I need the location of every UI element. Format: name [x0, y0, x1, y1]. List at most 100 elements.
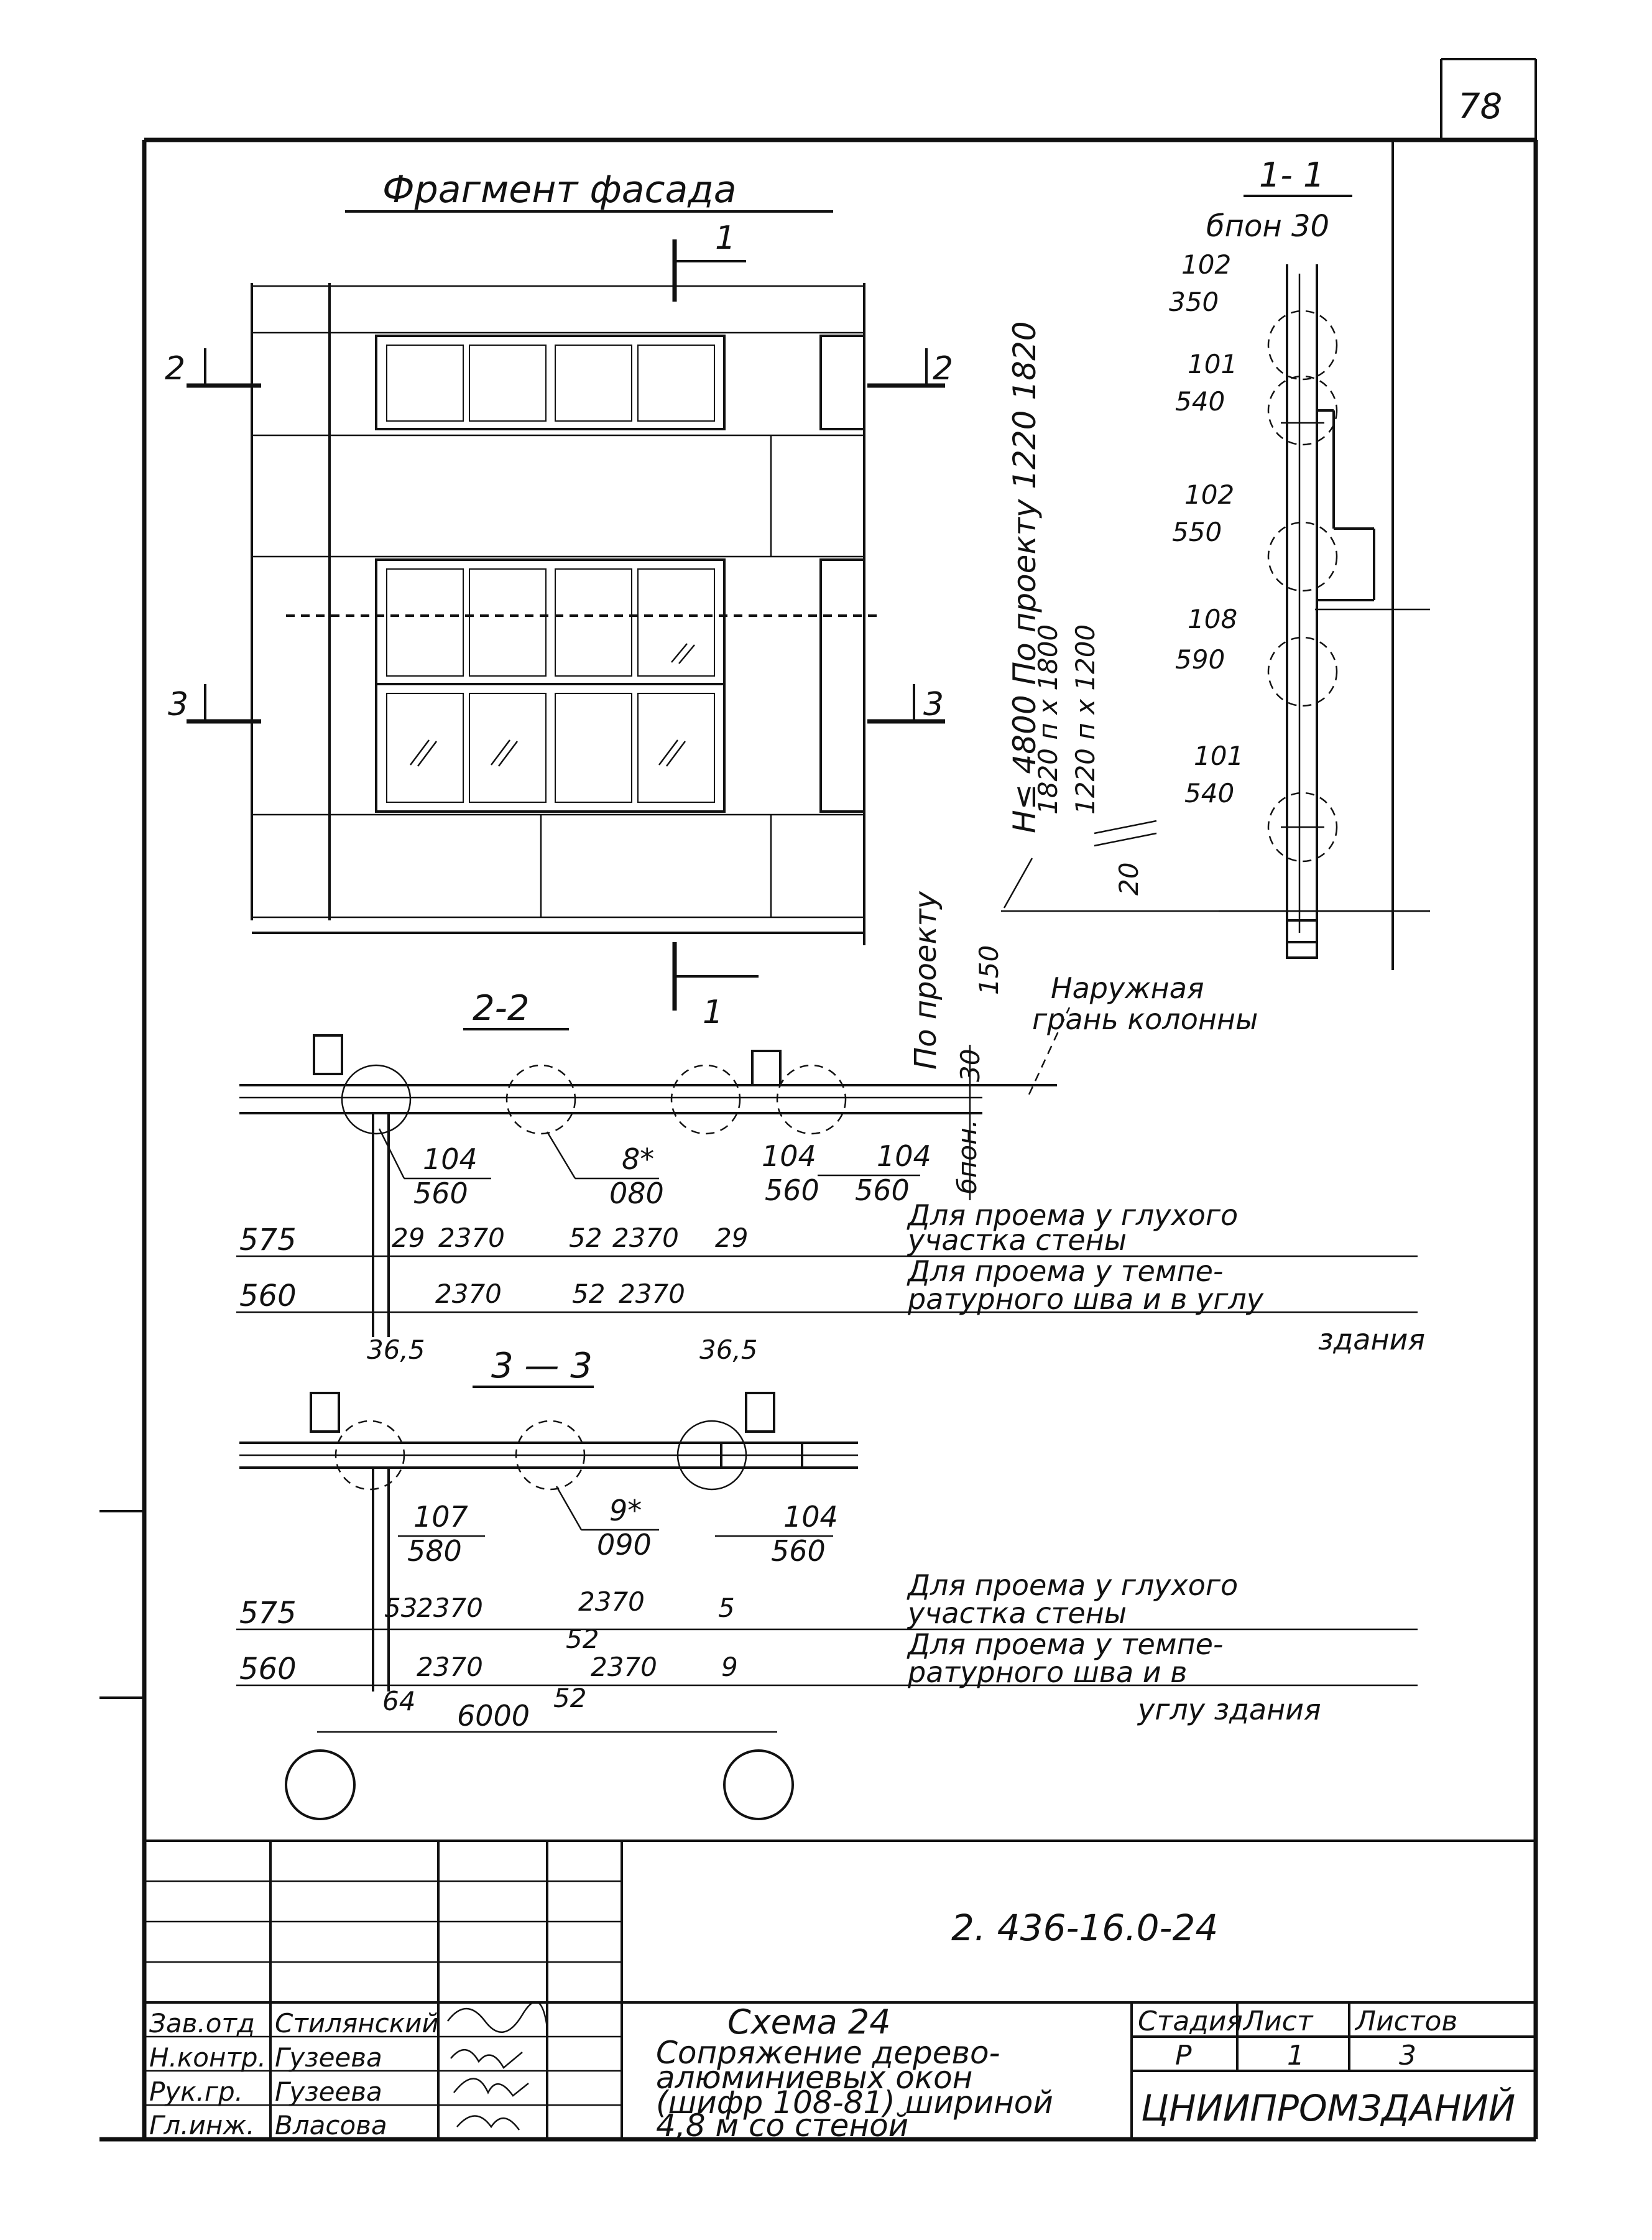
dim-by-project: По проекту: [908, 891, 943, 1070]
dim-2-2-row2-c: 2370: [619, 1279, 685, 1309]
dim-3-3-bottom-b: 52: [553, 1683, 586, 1713]
note-2-2-2-line2: ратурного шва и в углу: [907, 1282, 1264, 1316]
section-mark-3-right: 3: [923, 686, 944, 723]
sheet-number: 78: [1458, 86, 1502, 127]
staff-1-name: Стилянский: [275, 2008, 439, 2039]
section-2-2-side-label: бпон.: [952, 1119, 982, 1194]
note-3-3-1-line2: участка стены: [907, 1596, 1127, 1630]
staff-2-role: Н.контр.: [149, 2042, 266, 2073]
dim-3-3-row2-b: 2370: [591, 1652, 657, 1682]
dim-3-3-row1-e: 5: [718, 1593, 735, 1623]
organization: ЦНИИПРОМЗДАНИЙ: [1141, 2086, 1515, 2129]
callout-3-3-c-num: 560: [771, 1534, 826, 1568]
signature-3: [453, 2078, 529, 2097]
dim-3-3-row1-b: 2370: [417, 1593, 483, 1623]
callout-2-2-d-num: 560: [855, 1173, 910, 1207]
callout-1-1-e-code: 101: [1194, 741, 1244, 771]
dim-2-2-row1-c: 52: [569, 1223, 602, 1253]
dim-3-3-row2-left: 560: [239, 1652, 297, 1687]
stage-value: Р: [1175, 2040, 1192, 2071]
dim-2-2-row2-left: 560: [239, 1279, 297, 1313]
facade-fragment: Фрагмент фасада: [165, 168, 1430, 1070]
description-line-4: 4,8 м со стеной: [656, 2108, 908, 2144]
title-block: 2. 436-16.0-24 Схема 24 Сопряжение дерев…: [144, 1840, 1536, 2144]
dim-20: 20: [1114, 863, 1144, 896]
dim-150: 150: [974, 945, 1004, 995]
dim-3-3-row1-left: 575: [239, 1596, 297, 1631]
note-2-2-2-line1: Для проема у темпе-: [907, 1254, 1223, 1288]
sheets-value: 3: [1399, 2040, 1416, 2071]
note-2-2-2-line3: здания: [1318, 1323, 1425, 1356]
dim-2-2-row2-b: 52: [572, 1279, 605, 1309]
description-line-3: (шифр 108-81) шириной: [656, 2085, 1053, 2121]
sheets-header: Листов: [1354, 2006, 1457, 2037]
dim-2-2-row1-left: 575: [239, 1223, 297, 1257]
staff-4-role: Гл.инж.: [149, 2110, 255, 2140]
section-1-1-concrete: бпон 30: [1206, 209, 1329, 244]
callout-3-3-c-code: 104: [783, 1500, 838, 1534]
dim-3-3-row1-d: 52: [566, 1624, 599, 1654]
note-2-2-1-line2: участка стены: [907, 1223, 1127, 1257]
staff-3-role: Рук.гр.: [149, 2076, 243, 2107]
note-3-3-2-line2: ратурного шва и в: [907, 1655, 1187, 1689]
stage-header: Стадия: [1138, 2006, 1243, 2037]
callout-2-2-d-code: 104: [877, 1139, 931, 1173]
section-mark-2-right: 2: [933, 350, 953, 387]
callout-2-2-a-num: 560: [413, 1177, 468, 1210]
sheet-frame: [99, 58, 1538, 2142]
staff-3-name: Гузеева: [275, 2076, 382, 2107]
dim-3-3-bottom-c: 6000: [457, 1699, 530, 1733]
dim-2-2-row1-e: 29: [715, 1223, 748, 1253]
callout-3-3-b-num: 090: [597, 1528, 652, 1562]
callout-2-2-a-code: 104: [423, 1142, 478, 1176]
section-mark-2-left: 2: [165, 350, 185, 387]
dim-height-sub1: 1820 п х 1800: [1033, 624, 1063, 815]
note-3-3-1-line1: Для проема у глухого: [907, 1568, 1238, 1602]
section-mark-3-left: 3: [168, 686, 188, 723]
scheme-title: Схема 24: [727, 2002, 891, 2042]
note-outer-face-2: грань колонны: [1032, 1002, 1258, 1036]
section-3-3-title: 3 — 3: [491, 1346, 593, 1386]
dim-3-3-bottom-a: 64: [382, 1686, 415, 1716]
note-outer-face-1: Наружная: [1051, 971, 1204, 1005]
callout-1-1-d-code: 108: [1188, 604, 1237, 634]
dim-height-main: Н≤ 4800 По проекту 1220 1820: [1007, 321, 1043, 833]
section-mark-1-bottom: 1: [703, 994, 723, 1031]
dim-2-2-bottom-b: 36,5: [699, 1335, 758, 1365]
axis-bubble-left: [285, 1749, 356, 1820]
doc-code: 2. 436-16.0-24: [951, 1907, 1218, 1949]
staff-1-role: Зав.отд: [149, 2008, 255, 2039]
callout-1-1-e-num: 540: [1184, 778, 1234, 808]
axis-bubble-right: [723, 1749, 794, 1820]
dim-2-2-bottom-a: 36,5: [367, 1335, 425, 1365]
section-mark-1-top: 1: [715, 220, 736, 257]
dim-3-3-row1-a: 53: [384, 1593, 417, 1623]
callout-1-1-c-code: 102: [1184, 479, 1234, 510]
callout-2-2-c-num: 560: [765, 1173, 819, 1207]
dim-3-3-row2-a: 2370: [417, 1652, 483, 1682]
dim-2-2-row2-a: 2370: [435, 1279, 502, 1309]
note-3-3-2-line3: углу здания: [1137, 1693, 1321, 1726]
callout-2-2-b-num: 080: [609, 1177, 664, 1210]
description-line-2: алюминиевых окон: [656, 2060, 972, 2096]
description-line-1: Сопряжение дерево-: [656, 2035, 1000, 2071]
callout-3-3-b-code: 9*: [609, 1494, 642, 1527]
callout-1-1-a-code: 102: [1181, 249, 1231, 280]
signature-2: [450, 2048, 523, 2069]
callout-1-1-a-num: 350: [1169, 287, 1219, 317]
signature-1: [447, 2001, 548, 2033]
callout-1-1-d-num: 590: [1175, 644, 1225, 675]
callout-1-1-b-code: 101: [1188, 349, 1237, 379]
sheet-header: Лист: [1242, 2006, 1314, 2037]
section-2-2: 2-2 104 560 8* 080 104 560 104 560 30 бп…: [236, 988, 1425, 1365]
dim-2-2-row1-d: 2370: [612, 1223, 679, 1253]
callout-2-2-b-code: 8*: [622, 1142, 654, 1176]
dim-3-3-row1-c: 2370: [578, 1586, 645, 1617]
signature-4: [456, 2115, 520, 2131]
sheet-value: 1: [1287, 2040, 1304, 2071]
callout-2-2-c-code: 104: [762, 1139, 816, 1173]
callout-3-3-a-code: 107: [413, 1500, 468, 1534]
dim-3-3-row2-c: 9: [721, 1652, 738, 1682]
callout-1-1-b-num: 540: [1175, 386, 1225, 417]
